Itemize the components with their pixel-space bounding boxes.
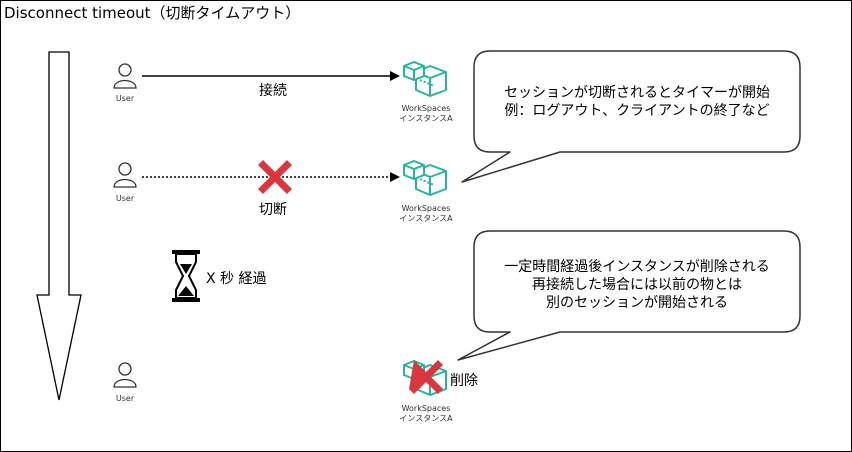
callout-text: 一定時間経過後インスタンスが削除される 再接続した場合には以前の物とは 別のセッ…	[504, 259, 770, 311]
workspaces-icon	[403, 61, 447, 97]
user-label: User	[115, 194, 135, 203]
workspaces-label: WorkSpaces インスタンスA	[399, 404, 453, 423]
user-icon	[113, 362, 137, 388]
page-title: Disconnect timeout（切断タイムアウト）	[4, 4, 301, 22]
callout-text: セッションが切断されるとタイマーが開始 例：ログアウト、クライアントの終了など	[504, 85, 770, 119]
workspaces-label: WorkSpaces インスタンスA	[399, 104, 453, 123]
workspaces-label: WorkSpaces インスタンスA	[399, 204, 453, 223]
callout-bubble	[461, 50, 801, 183]
user-icon	[113, 162, 137, 188]
wait-label: X 秒 経過	[206, 271, 267, 287]
cross-icon	[258, 160, 292, 194]
delete-label: 削除	[450, 373, 478, 389]
time-arrow	[36, 51, 82, 401]
user-icon	[113, 63, 137, 89]
hourglass-icon	[172, 250, 200, 302]
cross-icon	[409, 360, 443, 394]
callout-bubble	[457, 230, 801, 361]
disconnect-label: 切断	[259, 202, 287, 218]
workspaces-icon	[403, 160, 447, 196]
user-label: User	[115, 394, 135, 403]
connect-label: 接続	[259, 83, 287, 99]
user-label: User	[115, 94, 135, 103]
